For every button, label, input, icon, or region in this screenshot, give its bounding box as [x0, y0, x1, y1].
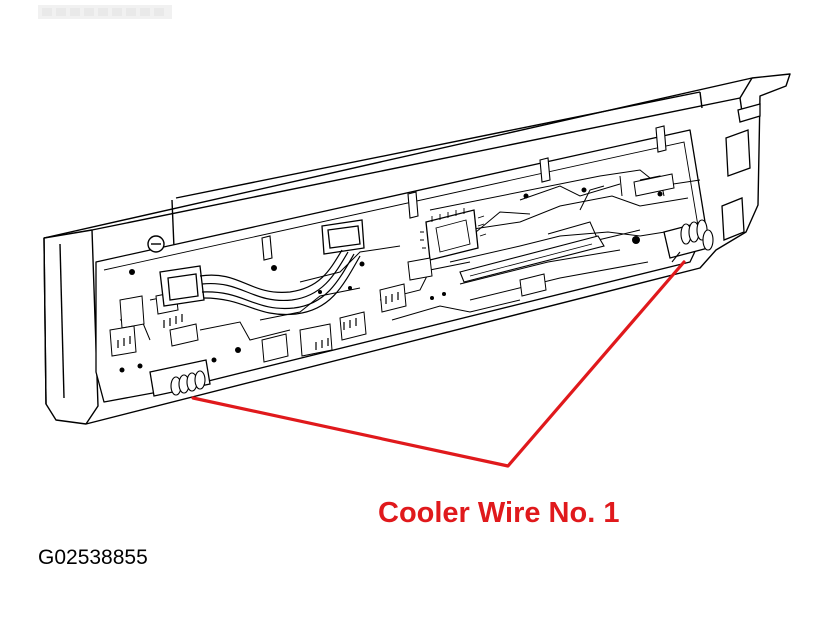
callout-leader-lines: [191, 260, 686, 468]
mounting-screw-icon: [147, 235, 165, 253]
circuit-board-icon: [95, 125, 707, 403]
connector-icon: [159, 219, 365, 307]
cooler-wire-icon: [663, 219, 714, 263]
callout-label: Cooler Wire No. 1: [378, 497, 620, 529]
watermark-smudge: [38, 5, 172, 19]
cooler-wire-icon: [149, 359, 211, 397]
mounting-tabs: [721, 103, 761, 241]
figure-code: G02538855: [38, 546, 148, 569]
ic-chip: [420, 208, 487, 261]
wire-harness-icon: [159, 219, 365, 316]
